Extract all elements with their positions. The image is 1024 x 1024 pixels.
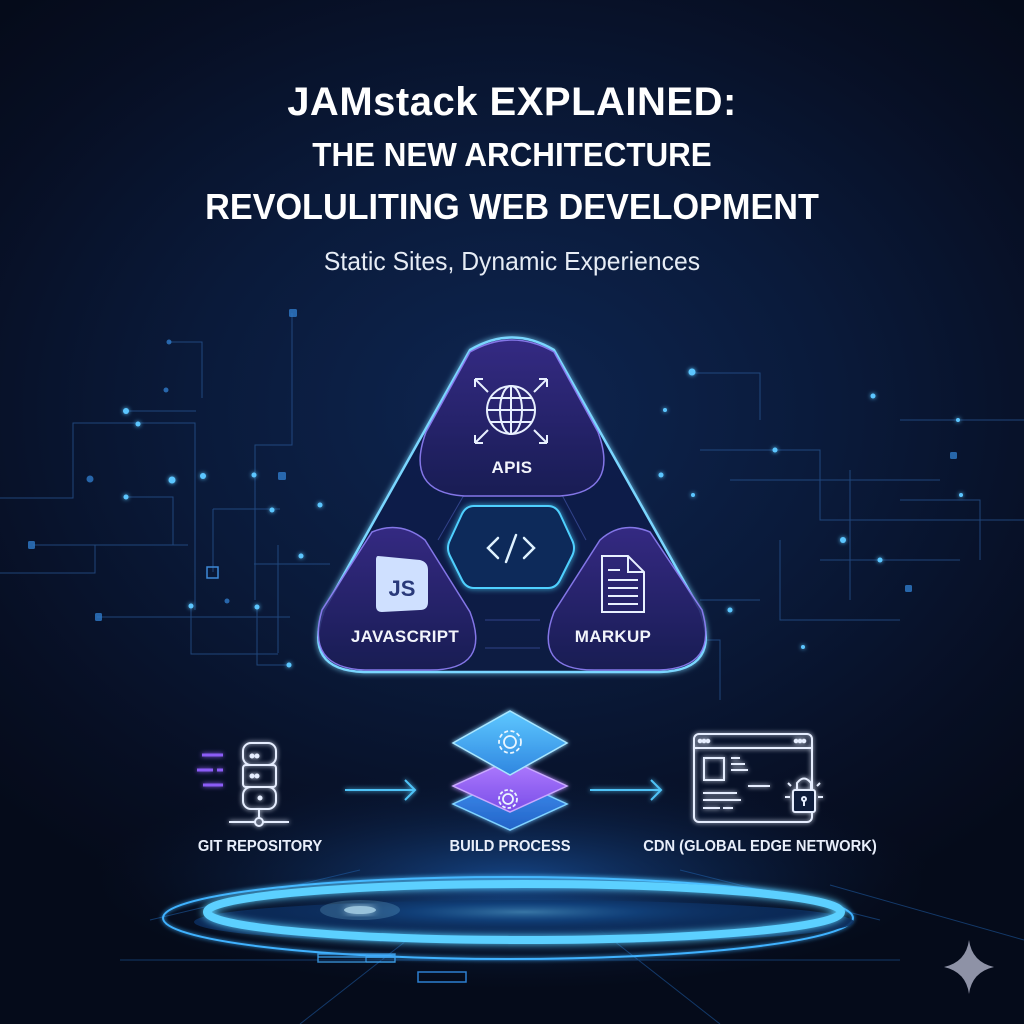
build-process-label: BUILD PROCESS — [449, 838, 571, 855]
database-server-icon — [229, 742, 289, 827]
arrow-right-icon — [345, 779, 417, 801]
header: JAMstack EXPLAINED: THE NEW ARCHITECTURE… — [0, 78, 1024, 278]
cdn-label: CDN (GLOBAL EDGE NETWORK) — [643, 838, 877, 855]
javascript-label: JAVASCRIPT — [350, 627, 460, 646]
git-repository-label: GIT REPOSITORY — [197, 838, 323, 855]
title-line-3: REVOLULITING WEB DEVELOPMENT — [205, 186, 819, 227]
arrow-right-icon — [590, 779, 663, 801]
stacked-layers-gears-icon — [451, 710, 569, 831]
sparkle-icon — [944, 940, 994, 994]
apis-label: APIS — [491, 458, 533, 477]
title-line-2: THE NEW ARCHITECTURE — [312, 136, 712, 173]
markup-label: MARKUP — [574, 627, 652, 646]
subtitle: Static Sites, Dynamic Experiences — [323, 246, 701, 276]
speed-lines — [197, 753, 223, 787]
title-line-1: JAMstack EXPLAINED: — [287, 80, 737, 124]
browser-lock-icon — [693, 733, 823, 823]
